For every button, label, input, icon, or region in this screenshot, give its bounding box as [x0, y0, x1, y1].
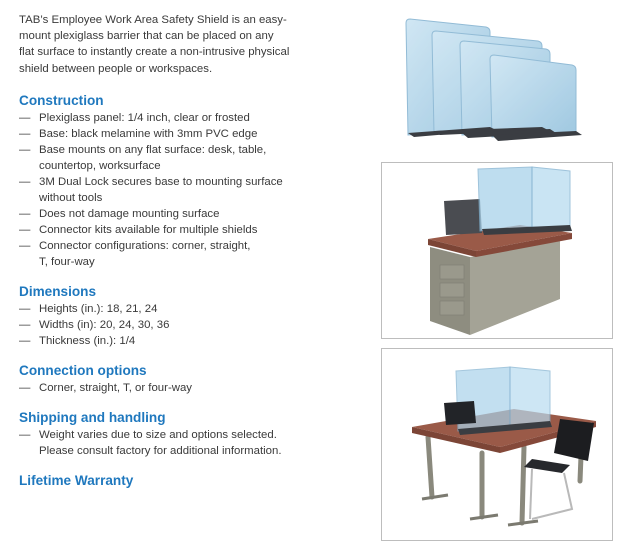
list-item-text: Please consult factory for additional in…	[39, 444, 282, 457]
list-item-text: Base: black melamine with 3mm PVC edge	[39, 127, 258, 140]
bullet-list: — Plexiglass panel: 1/4 inch, clear or fr…	[19, 110, 364, 270]
list-item: — Connector configurations: corner, strai…	[19, 238, 364, 270]
workstation-shield-photo	[381, 348, 613, 541]
list-item-text: Base mounts on any flat surface: desk, t…	[39, 143, 267, 156]
dash-bullet: —	[19, 207, 31, 220]
list-item: — Connector kits available for multiple s…	[19, 222, 364, 238]
desk-shield-photo	[381, 162, 613, 339]
list-item-text: 3M Dual Lock secures base to mounting su…	[39, 175, 283, 188]
dash-bullet: —	[19, 318, 31, 331]
intro-line: flat surface to instantly create a non-i…	[19, 46, 290, 59]
list-item-text: Does not damage mounting surface	[39, 207, 220, 220]
dash-bullet: —	[19, 111, 31, 124]
dash-bullet: —	[19, 302, 31, 315]
list-item: — Thickness (in.): 1/4	[19, 333, 364, 349]
list-item: — Weight varies due to size and options s…	[19, 427, 364, 459]
list-item: — Plexiglass panel: 1/4 inch, clear or fr…	[19, 110, 364, 126]
shipping-section: Shipping and handling — Weight varies due…	[19, 410, 364, 459]
list-item-text: Weight varies due to size and options se…	[39, 428, 277, 441]
dimensions-section: Dimensions — Heights (in.): 18, 21, 24 — W…	[19, 284, 364, 349]
dash-bullet: —	[19, 223, 31, 236]
shield-sizes-photo	[396, 17, 596, 149]
list-item-text: Widths (in): 20, 24, 30, 36	[39, 318, 170, 331]
intro-line: mount plexiglass barrier that can be pla…	[19, 30, 274, 43]
list-item-text: Connector configurations: corner, straig…	[39, 239, 251, 252]
intro-line: TAB’s Employee Work Area Safety Shield i…	[19, 14, 287, 26]
list-item-text: T, four-way	[39, 255, 95, 268]
bullet-list: — Corner, straight, T, or four-way	[19, 380, 364, 396]
bullet-list: — Weight varies due to size and options s…	[19, 427, 364, 459]
section-heading: Construction	[19, 92, 104, 108]
section-heading: Dimensions	[19, 283, 97, 299]
section-heading: Shipping and handling	[19, 409, 166, 425]
list-item: — Heights (in.): 18, 21, 24	[19, 301, 364, 317]
list-item-text: Thickness (in.): 1/4	[39, 334, 136, 347]
list-item: — 3M Dual Lock secures base to mounting s…	[19, 174, 364, 206]
connection-options-section: Connection options — Corner, straight, T,…	[19, 363, 364, 396]
list-item: — Corner, straight, T, or four-way	[19, 380, 364, 396]
warranty-section: Lifetime Warranty	[19, 473, 364, 489]
intro-paragraph: TAB’s Employee Work Area Safety Shield i…	[19, 12, 364, 77]
construction-section: Construction — Plexiglass panel: 1/4 inch…	[19, 93, 364, 270]
list-item: — Widths (in): 20, 24, 30, 36	[19, 317, 364, 333]
section-heading: Connection options	[19, 362, 147, 378]
dash-bullet: —	[19, 239, 31, 252]
list-item: — Base mounts on any flat surface: desk, …	[19, 142, 364, 174]
bullet-list: — Heights (in.): 18, 21, 24 — Widths (in):…	[19, 301, 364, 349]
dash-bullet: —	[19, 127, 31, 140]
dash-bullet: —	[19, 334, 31, 347]
list-item: — Does not damage mounting surface	[19, 206, 364, 222]
dash-bullet: —	[19, 143, 31, 156]
list-item-text: Heights (in.): 18, 21, 24	[39, 302, 158, 315]
product-description: TAB’s Employee Work Area Safety Shield i…	[19, 12, 364, 490]
list-item-text: countertop, worksurface	[39, 159, 161, 172]
list-item-text: Connector kits available for multiple sh…	[39, 223, 258, 236]
list-item-text: Corner, straight, T, or four-way	[39, 381, 192, 394]
dash-bullet: —	[19, 428, 31, 441]
section-heading: Lifetime Warranty	[19, 472, 134, 488]
dash-bullet: —	[19, 381, 31, 394]
list-item-text: Plexiglass panel: 1/4 inch, clear or fro…	[39, 111, 250, 124]
list-item-text: without tools	[39, 191, 103, 204]
dash-bullet: —	[19, 175, 31, 188]
intro-line: shield between people or workspaces.	[19, 62, 213, 75]
list-item: — Base: black melamine with 3mm PVC edge	[19, 126, 364, 142]
